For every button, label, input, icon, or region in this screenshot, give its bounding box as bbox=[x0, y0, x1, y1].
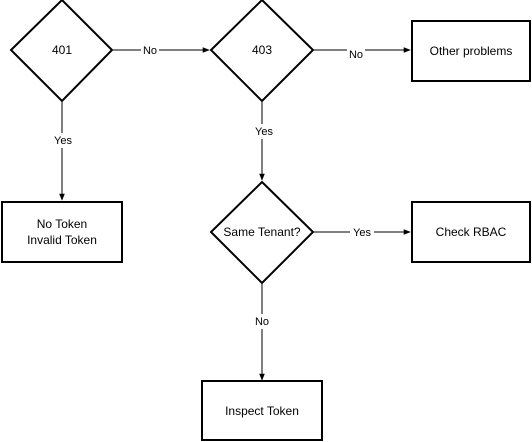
edge-label-no: No bbox=[143, 45, 157, 57]
decision-401-label: 401 bbox=[52, 43, 72, 57]
decision-same-tenant: Same Tenant? bbox=[209, 180, 315, 285]
box-check-rbac-label: Check RBAC bbox=[436, 225, 507, 239]
edge-401-to-no-token: Yes bbox=[51, 101, 75, 201]
box-other-problems-label: Other problems bbox=[430, 44, 513, 58]
box-inspect-token: Inspect Token bbox=[201, 380, 323, 441]
edge-403-to-other-problems: No bbox=[313, 47, 411, 61]
decision-403: 403 bbox=[209, 0, 315, 103]
edge-label-yes: Yes bbox=[255, 126, 273, 138]
edge-label-no: No bbox=[349, 49, 363, 61]
box-check-rbac: Check RBAC bbox=[411, 201, 531, 263]
edge-label-no: No bbox=[255, 316, 269, 328]
box-no-token-line1: No Token bbox=[37, 217, 87, 231]
decision-401: 401 bbox=[9, 0, 114, 103]
edge-label-yes: Yes bbox=[54, 135, 72, 147]
edge-same-tenant-to-check-rbac: Yes bbox=[313, 225, 411, 239]
box-other-problems: Other problems bbox=[411, 20, 531, 82]
edge-403-to-same-tenant: Yes bbox=[252, 101, 276, 181]
box-no-token-line2: Invalid Token bbox=[27, 233, 97, 247]
decision-403-label: 403 bbox=[252, 43, 272, 57]
edge-same-tenant-to-inspect-token: No bbox=[252, 283, 272, 381]
edge-401-to-403: No bbox=[111, 43, 210, 57]
box-no-token: No Token Invalid Token bbox=[1, 201, 123, 263]
box-inspect-token-label: Inspect Token bbox=[225, 404, 299, 418]
edge-label-yes: Yes bbox=[353, 227, 371, 239]
decision-same-tenant-label: Same Tenant? bbox=[223, 225, 300, 239]
